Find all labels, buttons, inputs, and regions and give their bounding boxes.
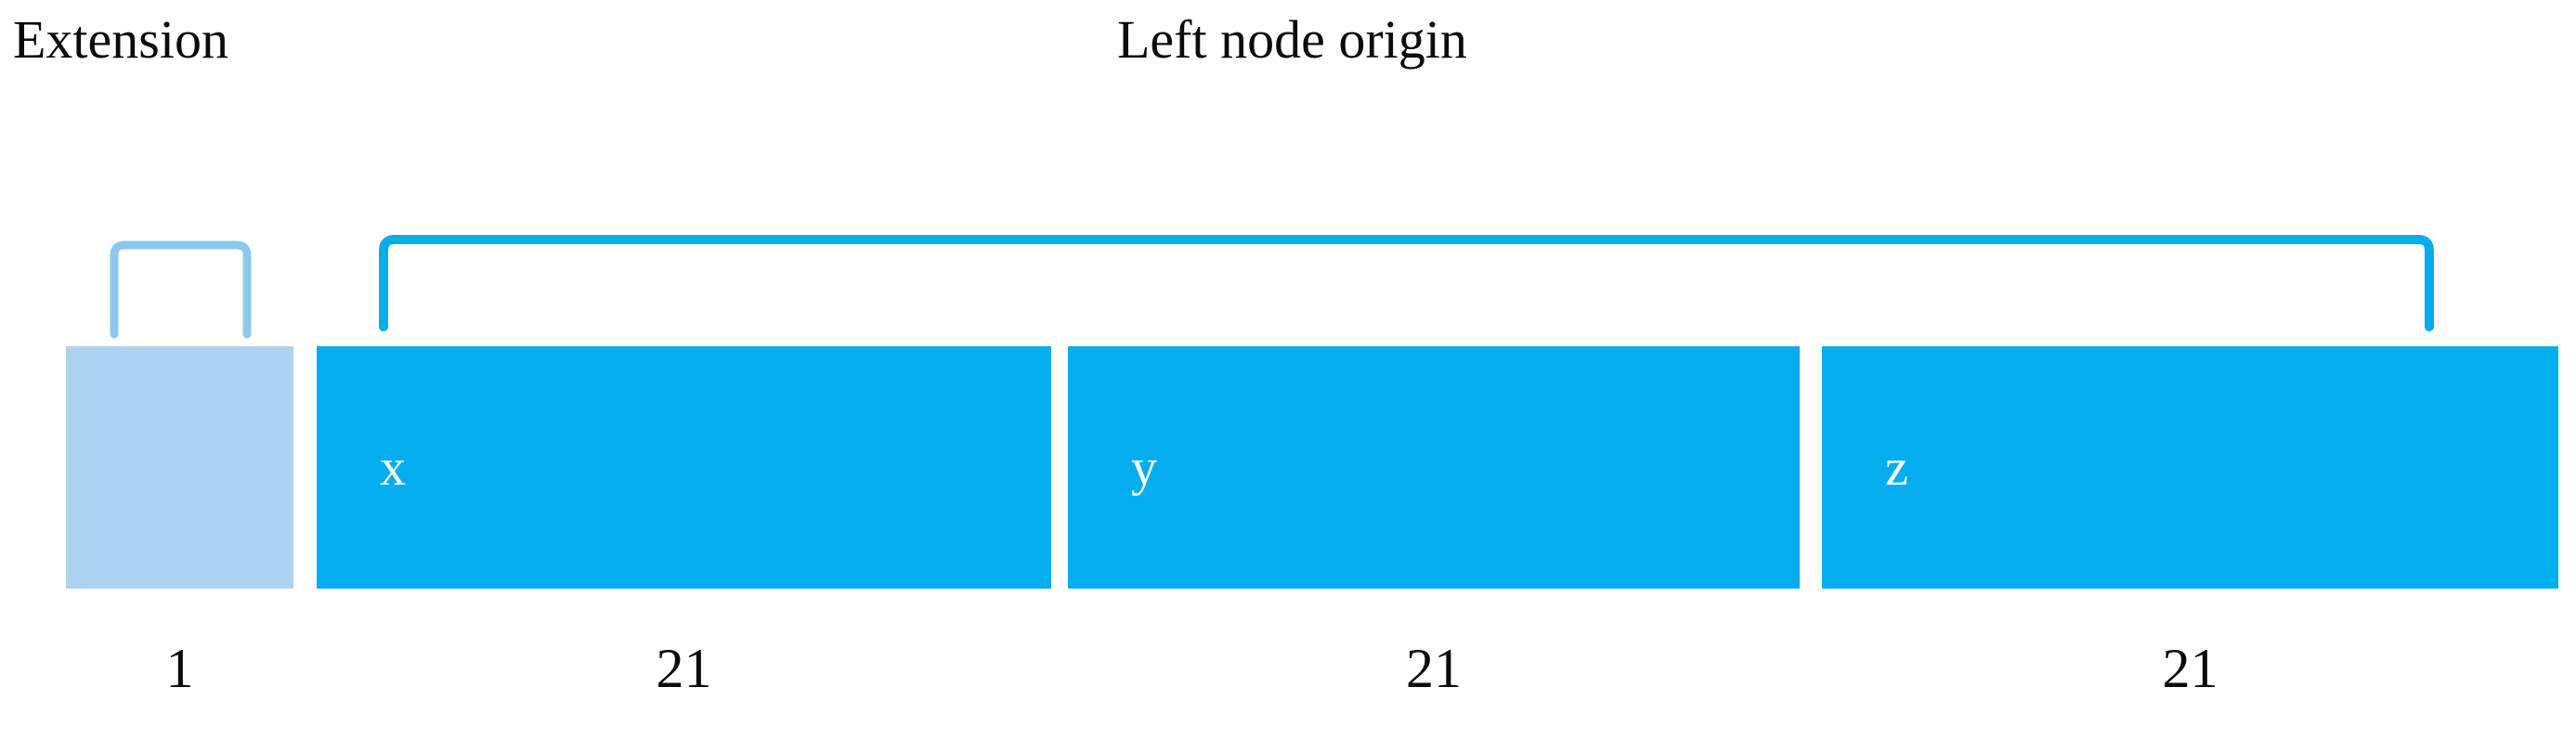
segment-size-x: 21 <box>656 638 712 699</box>
segment-label-y: y <box>1131 438 1157 497</box>
segment-box-y[interactable]: y <box>1068 346 1800 589</box>
segment-box-x[interactable]: x <box>317 346 1051 589</box>
extension-label: Extension <box>13 9 228 70</box>
left-node-origin-bracket-icon <box>379 235 2434 331</box>
extension-bracket-icon <box>110 240 252 339</box>
segment-box-extension[interactable] <box>66 346 293 589</box>
segment-box-z[interactable]: z <box>1822 346 2558 589</box>
segment-size-extension: 1 <box>165 638 194 699</box>
left-node-origin-label: Left node origin <box>1117 9 1467 70</box>
segment-size-z: 21 <box>2162 638 2218 699</box>
segment-label-x: x <box>380 438 406 497</box>
segment-label-z: z <box>1885 438 1908 497</box>
segment-size-y: 21 <box>1406 638 1462 699</box>
